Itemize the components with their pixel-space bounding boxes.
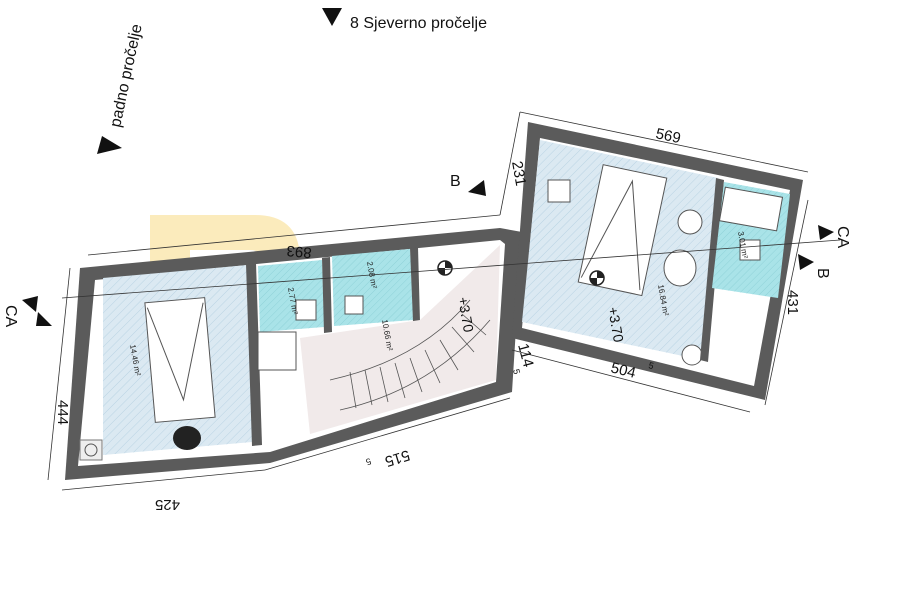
dimension-lines — [47, 111, 841, 491]
desk-chair — [173, 426, 201, 450]
left-block — [65, 228, 522, 480]
west-facade-label: padno pročelje — [107, 23, 145, 129]
hall-floor — [300, 245, 500, 434]
bed-right — [577, 164, 668, 297]
north-facade-label: 8 Sjeverno pročelje — [350, 15, 487, 32]
level-right-room: +3.70 — [605, 306, 627, 344]
dim-left-wall: 444 — [54, 400, 71, 425]
right-block — [512, 122, 803, 400]
bed-left — [144, 297, 216, 423]
dim-right-wall: 431 — [784, 290, 801, 315]
dim-small: 114 — [514, 342, 537, 370]
dim-right-bottom-sup: 5 — [648, 360, 655, 371]
dim-bottom-mid-sup: 5 — [365, 456, 373, 467]
section-arrow-ca-right — [818, 225, 834, 240]
dim-right-bottom: 504 — [609, 359, 637, 382]
section-arrow-ca-left-2 — [36, 312, 52, 326]
dim-step-height: 231 — [508, 160, 529, 188]
section-ca-right: CA — [834, 226, 851, 249]
dim-bottom-mid: 515 — [383, 446, 412, 470]
section-b-top: B — [450, 173, 461, 190]
dim-small-sup: 5 — [511, 368, 522, 375]
section-arrow-b-right — [798, 254, 814, 270]
level-stairs: +3.70 — [455, 296, 477, 334]
section-arrow-ca-left — [22, 296, 38, 312]
dim-bottom-left: 425 — [155, 496, 180, 513]
section-ca-left: CA — [2, 305, 19, 328]
section-b-right: B — [814, 268, 831, 279]
dim-top-left: 893 — [286, 242, 312, 261]
section-arrow-west — [97, 136, 122, 154]
section-arrow-north — [322, 8, 342, 26]
dim-top-right: 569 — [654, 125, 682, 147]
staircase — [329, 299, 491, 411]
section-arrow-b-top — [468, 180, 486, 196]
